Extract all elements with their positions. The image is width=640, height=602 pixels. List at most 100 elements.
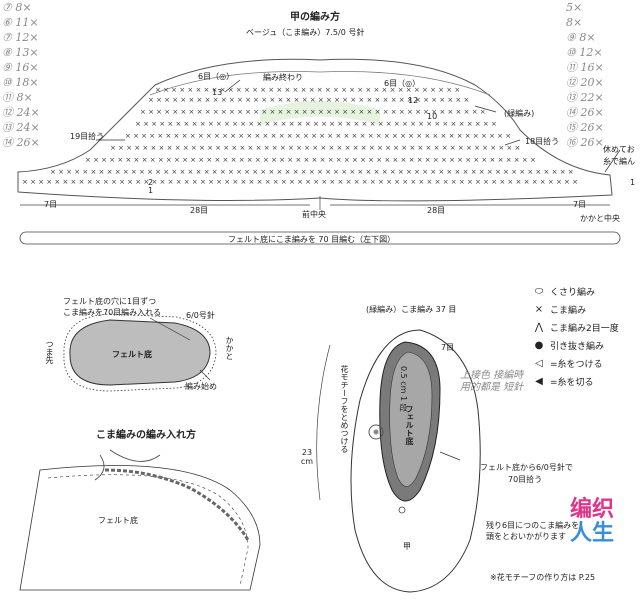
pick-note-2: 70目拾う xyxy=(508,475,543,484)
legend-item: ◁ =糸をつける xyxy=(532,357,619,370)
hand-line: ⑫ 20× xyxy=(566,76,604,89)
row-height: 0.5 cm 1 段 xyxy=(399,366,408,412)
label-7-left: 7目 xyxy=(44,200,58,209)
instep-label: 甲 xyxy=(403,542,411,551)
chain-icon: ⬭ xyxy=(534,286,544,297)
legend-item: × こま編み xyxy=(532,303,619,316)
method-title: こま編みの編み入れ方 xyxy=(96,430,196,441)
sole-label: フェルト底 xyxy=(112,350,152,359)
label-7-right: 7目 xyxy=(573,200,587,209)
logo-line-1: 编织 xyxy=(570,497,615,522)
row-12: 12 xyxy=(408,96,419,105)
svg-text:× × × × × × × × × × × × × × ×: × × × × × × × × × × × × × × × × × × × × … xyxy=(110,144,520,152)
row-1-right: 1 xyxy=(630,178,636,187)
info-bar xyxy=(19,231,621,245)
svg-text:× × × × × × × × × × × × × × ×: × × × × × × × × × × × × × × × × × × × × … xyxy=(140,108,486,116)
chart-title: 甲の編み方 xyxy=(290,12,340,23)
cut-yarn-icon: ◀ xyxy=(535,376,543,387)
hook-size: 6/0号針 xyxy=(186,311,215,320)
legend-label: こま編み2目一度 xyxy=(550,324,619,334)
label-28-right: 28目 xyxy=(427,206,446,215)
legend-label: くさり編み xyxy=(550,288,596,298)
label-heel-center: かかと中央 xyxy=(580,214,620,223)
legend-label: =糸をつける xyxy=(550,360,603,370)
sole-note-2: こま編みを70目編み入れる xyxy=(63,308,162,317)
chart-subtitle: ベージュ（こま編み）7.5/0 号針 xyxy=(246,28,365,37)
heel-label: かかと xyxy=(225,336,234,360)
sole-label-right: フェルト底 xyxy=(405,405,414,445)
hand-line: ⑭ 26× xyxy=(2,136,40,149)
label-18: 18目拾う xyxy=(525,137,560,146)
hand-line: 8× xyxy=(566,16,583,29)
single-crochet-icon: × xyxy=(534,304,544,315)
legend-label: こま編み xyxy=(550,306,587,316)
row-13: 13 xyxy=(212,88,223,97)
hand-line: ⑫ 24× xyxy=(2,106,40,119)
hand-line: ⑮ 26× xyxy=(566,121,604,134)
symbol-legend: ⬭ くさり編み × こま編み ⋀ こま編み2目一度 ● 引き抜き編み ◁ =糸をつける ◀… xyxy=(532,285,619,388)
hand-line: ⑪ 16× xyxy=(566,61,604,74)
hand-line: ⑨ 8× xyxy=(566,31,596,44)
hand-line: ⑥ 11× xyxy=(2,16,39,29)
label-rest2: 糸で編ん xyxy=(603,157,635,166)
slip-stitch-icon: ● xyxy=(534,340,544,351)
svg-text:× × × × × × × × × × × × × × ×: × × × × × × × × × × × × × × × × × × × × … xyxy=(125,132,511,140)
attach-yarn-icon: ◁ xyxy=(535,358,543,369)
legend-item: ⋀ こま編み2目一度 xyxy=(532,321,619,334)
legend-item: ◀ =糸を切る xyxy=(532,375,619,388)
start-label: 編み始め xyxy=(185,382,217,391)
legend-label: 引き抜き編み xyxy=(550,342,605,352)
svg-text:× × × × × × × × × × × × × × ×: × × × × × × × × × × × × × × × × × × × × … xyxy=(148,96,469,104)
label-6-left: 6目（◎） xyxy=(198,72,235,81)
green-stitches: (緑編み）こま編み 37 目 xyxy=(366,305,457,314)
hand-line: ⑭ 26× xyxy=(566,106,604,119)
row-1: 1 xyxy=(148,186,154,195)
label-19: 19目拾う xyxy=(70,132,105,141)
row-2: 2 xyxy=(148,178,154,187)
svg-text:× × × × × × × × × × × × × × ×: × × × × × × × × × × × × × × × × × × × × … xyxy=(22,178,578,186)
hand-line: ⑯ 26× xyxy=(566,136,604,149)
label-end: 編み終わり xyxy=(263,73,303,82)
seven-stitches: 7目 xyxy=(441,343,455,352)
label-center: 前中央 xyxy=(302,210,326,219)
hand-line: ⑩ 12× xyxy=(566,46,603,59)
hand-line: ⑬ 22× xyxy=(566,91,604,104)
shoe-outline xyxy=(350,329,481,593)
legend-item: ● 引き抜き編み xyxy=(532,339,619,352)
legend-label: =糸を切る xyxy=(550,378,594,388)
svg-text:× × × × × × × × × × × × × × ×: × × × × × × × × × × × × × × × × × × × × … xyxy=(85,156,536,164)
length-label: 23 cm xyxy=(300,448,314,466)
legend-item: ⬭ くさり編み xyxy=(532,285,619,298)
label-28-left: 28目 xyxy=(190,206,209,215)
sole-note-1: フェルト底の穴に1目ずつ xyxy=(63,297,157,306)
sole-edge-drawing xyxy=(19,465,261,591)
handwriting-left: ⑦ 8× ⑥ 11× ⑦ 12× ⑧ 13× ⑨ 16× ⑩ 18× ⑪ 8× … xyxy=(2,0,40,150)
finish-note-1: 残り6目につのこま編みを xyxy=(486,521,580,530)
hand-line: ⑧ 13× xyxy=(2,46,39,59)
footer-note: ※花モチーフの作り方は P.25 xyxy=(490,573,596,582)
sole-label-2: フェルト底 xyxy=(98,516,138,525)
label-rest: 休めてお xyxy=(603,145,635,154)
hand-line: ⑪ 8× xyxy=(2,91,33,104)
toe-label: つま先 xyxy=(45,340,54,364)
pick-note-1: フェルト底から6/0号針で xyxy=(480,463,573,472)
yarn-chain xyxy=(104,468,250,541)
svg-text:× × × × × × × × × × × × × × ×: × × × × × × × × × × × × × × × × × × × × … xyxy=(155,86,460,94)
info-bar-text: フェルト底にこま編みを 70 目編む（左下図） xyxy=(228,235,396,244)
handwriting-right: 5× 8× ⑨ 8× ⑩ 12× ⑪ 16× ⑫ 20× ⑬ 22× ⑭ 26×… xyxy=(566,0,604,150)
decrease-icon: ⋀ xyxy=(534,322,544,333)
stitch-grid: × × × × × × × × × × × × × × × × × × × × … xyxy=(22,86,578,186)
label-6-right: 6目（◎） xyxy=(384,79,421,88)
svg-text:× × × × × × × × × × × × × × ×: × × × × × × × × × × × × × × × × × × × × … xyxy=(50,168,574,176)
hand-line: ⑩ 18× xyxy=(2,76,39,89)
svg-text:× × × × × × × × × × × × × × ×: × × × × × × × × × × × × × × × × × × × × … xyxy=(135,120,497,128)
sole-shape xyxy=(69,319,211,386)
hand-line: ⑦ 8× xyxy=(2,1,32,14)
watermark-logo: 编织 人生 xyxy=(570,498,614,546)
finish-note-2: 頭をとおいかがります xyxy=(486,532,566,541)
logo-line-2: 人生 xyxy=(570,521,615,546)
hand-line: 5× xyxy=(566,1,583,14)
handwriting-mid: 上接色 接編時 用的都是 短針 xyxy=(460,370,524,393)
hand-line: ⑦ 12× xyxy=(2,31,39,44)
